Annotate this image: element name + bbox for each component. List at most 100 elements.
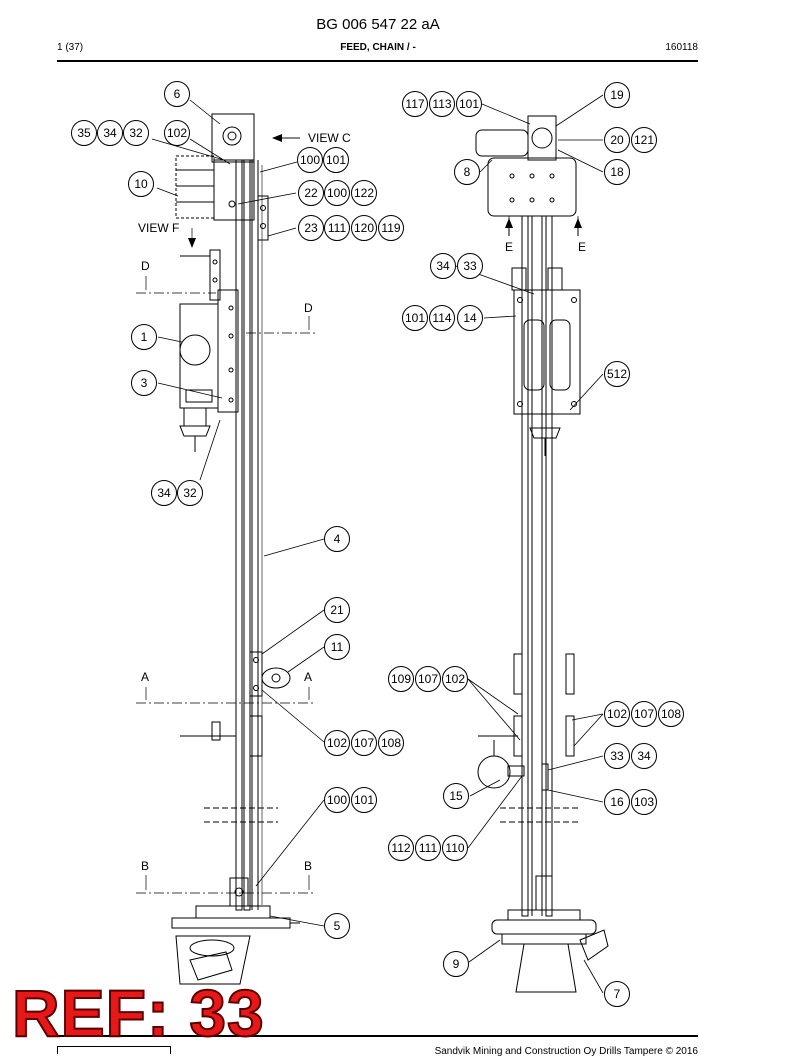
callout-33-label: 33	[463, 259, 477, 273]
section-e-arrow-left-icon	[505, 218, 513, 228]
callout-109-label: 109	[391, 672, 411, 686]
callout-102c[interactable]	[442, 666, 468, 692]
callout-100-label: 100	[300, 153, 320, 167]
callout-34[interactable]	[97, 120, 123, 146]
callout-5[interactable]	[324, 913, 350, 939]
callout-102d[interactable]	[604, 701, 630, 727]
callout-11-label: 11	[331, 640, 344, 654]
callout-34c[interactable]	[430, 253, 456, 279]
callout-35[interactable]	[71, 120, 97, 146]
footer-rule	[57, 1035, 698, 1037]
callout-16[interactable]	[604, 789, 630, 815]
callout-32-label: 32	[129, 126, 143, 140]
callout-100[interactable]	[297, 147, 323, 173]
callout-114[interactable]	[429, 305, 455, 331]
callout-34b[interactable]	[151, 480, 177, 506]
callout-34d[interactable]	[631, 743, 657, 769]
callout-6[interactable]	[164, 81, 190, 107]
callout-111[interactable]	[324, 215, 350, 241]
callout-32b-label: 32	[183, 486, 197, 500]
callout-20[interactable]	[604, 127, 630, 153]
callout-113[interactable]	[429, 91, 455, 117]
callout-32[interactable]	[123, 120, 149, 146]
callout-8[interactable]	[454, 159, 480, 185]
callout-100c[interactable]	[324, 787, 350, 813]
callout-10[interactable]	[128, 171, 154, 197]
callout-109[interactable]	[388, 666, 414, 692]
right-feed-assembly	[475, 115, 609, 993]
callout-4[interactable]	[324, 526, 350, 552]
callout-119-label: 119	[381, 221, 400, 235]
callout-102-label: 102	[167, 126, 187, 140]
callout-3-label: 3	[141, 376, 148, 390]
callout-101[interactable]	[323, 147, 349, 173]
callout-33b-label: 33	[610, 749, 624, 763]
callout-22[interactable]	[298, 180, 324, 206]
callout-34b-label: 34	[157, 486, 171, 500]
callout-1[interactable]	[131, 324, 157, 350]
callout-19-label: 19	[610, 88, 624, 102]
footer-copyright: Sandvik Mining and Construction Oy Drill…	[434, 1046, 698, 1057]
callout-14[interactable]	[457, 305, 483, 331]
callout-101b[interactable]	[351, 787, 377, 813]
callout-100b[interactable]	[324, 180, 350, 206]
callout-122-label: 122	[354, 186, 374, 200]
callout-21[interactable]	[324, 597, 350, 623]
callout-14-label: 14	[463, 311, 477, 325]
document-number: BG 006 547 22 aA	[316, 16, 440, 33]
callout-7-label: 7	[614, 987, 621, 1001]
callout-122[interactable]	[351, 180, 377, 206]
view-c-arrow-icon	[272, 134, 282, 142]
callout-18[interactable]	[604, 159, 630, 185]
callout-23[interactable]	[298, 215, 324, 241]
callout-7[interactable]	[604, 981, 630, 1007]
callout-108[interactable]	[378, 730, 404, 756]
page-indicator: 1 (37)	[57, 42, 84, 53]
callout-101-label: 101	[326, 153, 346, 167]
callout-5-label: 5	[334, 919, 341, 933]
callout-19[interactable]	[604, 82, 630, 108]
callout-121[interactable]	[631, 127, 657, 153]
callout-108b[interactable]	[658, 701, 684, 727]
callout-112[interactable]	[388, 835, 414, 861]
callout-33b[interactable]	[604, 743, 630, 769]
callout-9[interactable]	[443, 951, 469, 977]
callout-102[interactable]	[164, 120, 190, 146]
callout-111b[interactable]	[415, 835, 441, 861]
callout-33[interactable]	[457, 253, 483, 279]
callout-102c-label: 102	[445, 672, 465, 686]
header-rule	[57, 60, 698, 62]
callout-107[interactable]	[351, 730, 377, 756]
callout-15-label: 15	[449, 789, 463, 803]
callout-113-label: 113	[432, 97, 451, 111]
callout-111-label: 111	[328, 221, 347, 235]
callout-101d[interactable]	[402, 305, 428, 331]
callout-11[interactable]	[324, 634, 350, 660]
sandvik-logo	[57, 1046, 171, 1054]
callout-3[interactable]	[131, 370, 157, 396]
callout-107c[interactable]	[631, 701, 657, 727]
left-feed-assembly	[171, 113, 300, 985]
callout-34d-label: 34	[637, 749, 651, 763]
callout-103[interactable]	[631, 789, 657, 815]
callout-15[interactable]	[443, 783, 469, 809]
callout-512[interactable]	[604, 361, 630, 387]
callout-102b[interactable]	[324, 730, 350, 756]
callout-512-label: 512	[607, 367, 627, 381]
callout-32b[interactable]	[177, 480, 203, 506]
callout-119[interactable]	[378, 215, 404, 241]
callout-101c[interactable]	[456, 91, 482, 117]
callout-120[interactable]	[351, 215, 377, 241]
date-code: 160118	[665, 42, 698, 53]
section-b-left-label: B	[141, 859, 149, 873]
callout-100c-label: 100	[327, 793, 347, 807]
callout-102b-label: 102	[327, 736, 347, 750]
callout-101d-label: 101	[405, 311, 425, 325]
leader-lines	[151, 94, 604, 994]
callout-117[interactable]	[402, 91, 428, 117]
callout-110[interactable]	[442, 835, 468, 861]
callout-16-label: 16	[610, 795, 624, 809]
callout-107b[interactable]	[415, 666, 441, 692]
section-d-left-label: D	[141, 259, 150, 273]
